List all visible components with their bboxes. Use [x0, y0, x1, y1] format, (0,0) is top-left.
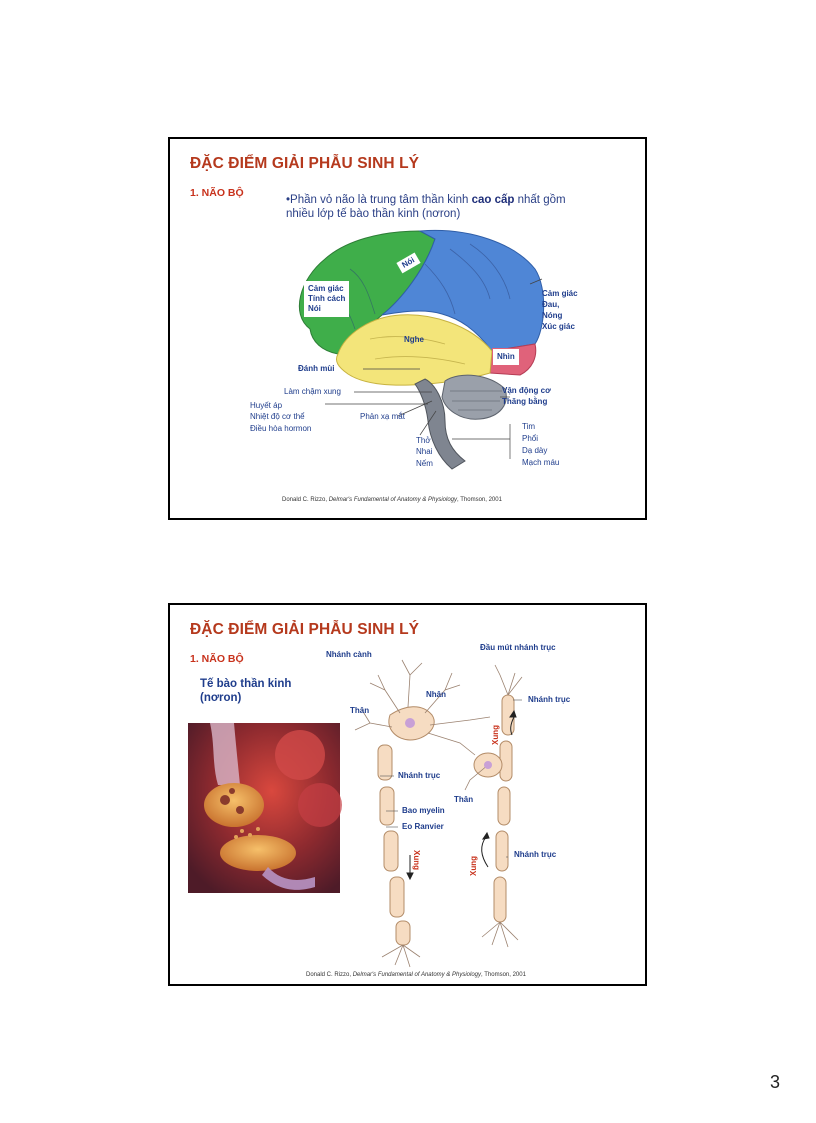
label-dau-mut: Đầu mút nhánh trục — [480, 643, 556, 652]
label-phan-xa-mat: Phản xạ mắt — [360, 412, 405, 421]
label-nghe: Nghe — [404, 335, 424, 344]
label-xung-1: Xung — [491, 725, 500, 745]
page-number: 3 — [770, 1072, 781, 1092]
label-lam-cham-xung: Làm chậm xung — [284, 387, 341, 396]
label-tim: Tim — [522, 422, 536, 431]
frontal-line: Tính cách — [308, 294, 346, 303]
label-nhiet-do: Nhiệt độ cơ thể — [250, 412, 305, 421]
frontal-line: Nói — [308, 304, 321, 313]
citation: Donald C. Rizzo, Delmar's Fundamental of… — [306, 972, 526, 978]
label-nhanh-truc-right: Nhánh trục — [528, 695, 571, 704]
label-nhai: Nhai — [416, 447, 433, 456]
parietal-line: Xúc giác — [542, 322, 575, 331]
section-heading: 1. NÃO BỘ — [190, 653, 244, 665]
label-nhan: Nhân — [426, 690, 446, 699]
neuron-illustration — [188, 659, 523, 968]
label-huyet-ap: Huyết áp — [250, 401, 283, 410]
label-xung-2: Xung — [412, 850, 421, 870]
slide-brain-anatomy: ĐẶC ĐIỂM GIẢI PHẪU SINH LÝ 1. NÃO BỘ •Ph… — [168, 137, 647, 520]
label-danh-mui: Đánh mùi — [298, 364, 335, 373]
brain-illustration — [298, 229, 545, 470]
parietal-line: Cảm giác — [542, 289, 578, 298]
label-mach-mau: Mạch máu — [522, 458, 560, 467]
label-nem: Nếm — [416, 459, 433, 468]
label-tho: Thở — [416, 436, 431, 445]
slide-title: ĐẶC ĐIỂM GIẢI PHẪU SINH LÝ — [190, 155, 420, 172]
parietal-line: Nóng — [542, 311, 563, 320]
label-dieu-hoa: Điều hòa hormon — [250, 424, 312, 433]
parietal-line: Đau, — [542, 300, 560, 309]
bullet-text: •Phần vỏ não là trung tâm thần kinh cao … — [286, 194, 566, 220]
subheading-line: Tế bào thần kinh — [200, 678, 292, 690]
frontal-function-box: Cảm giác Tính cách Nói — [304, 281, 350, 317]
parietal-function-labels: Cảm giác Đau, Nóng Xúc giác — [542, 288, 578, 332]
frontal-line: Cảm giác — [308, 284, 344, 293]
subheading-line: (nơron) — [200, 692, 242, 704]
label-than-1: Thân — [350, 706, 370, 715]
label-da-day: Dạ dày — [522, 446, 548, 455]
label-phoi: Phổi — [522, 434, 539, 443]
slide-title: ĐẶC ĐIỂM GIẢI PHẪU SINH LÝ — [190, 621, 420, 638]
slide-neuron: ĐẶC ĐIỂM GIẢI PHẪU SINH LÝ 1. NÃO BỘ Tế … — [168, 603, 647, 986]
label-nhanh-canh: Nhánh cành — [326, 650, 372, 659]
neuron-subheading: Tế bào thần kinh (nơron) — [200, 677, 291, 705]
citation: Donald C. Rizzo, Delmar's Fundamental of… — [282, 497, 502, 503]
label-nhanh-truc-low: Nhánh trục — [514, 850, 557, 859]
section-heading: 1. NÃO BỘ — [190, 187, 244, 199]
label-thang-bang: Thăng bằng — [502, 397, 548, 406]
label-nhanh-truc-mid: Nhánh trục — [398, 771, 441, 780]
label-van-dong: Vận động cơ — [502, 386, 551, 395]
label-eo-ranvier: Eo Ranvier — [402, 822, 444, 831]
label-nhin: Nhìn — [492, 348, 520, 366]
label-xung-3: Xung — [469, 856, 478, 876]
label-than-2: Thân — [454, 795, 474, 804]
label-bao-myelin: Bao myelin — [402, 806, 445, 815]
